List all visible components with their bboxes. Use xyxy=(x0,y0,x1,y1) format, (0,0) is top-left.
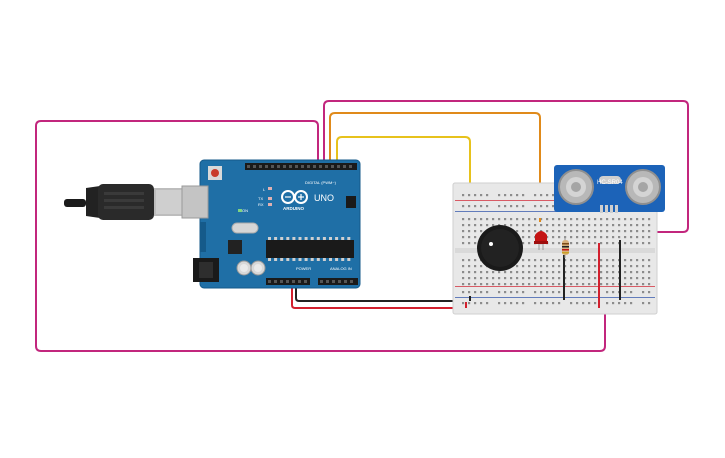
icsp-header xyxy=(346,196,356,208)
reset-button[interactable] xyxy=(208,166,222,180)
sensor-pins xyxy=(600,205,618,213)
digital-pins xyxy=(247,165,352,168)
rx-led xyxy=(268,203,272,206)
wire-red-5v[interactable] xyxy=(291,284,469,309)
rx-label: RX xyxy=(258,202,264,207)
usb-cable-icon xyxy=(64,184,184,220)
piezo-buzzer-icon[interactable] xyxy=(477,225,523,271)
wire-yellow[interactable] xyxy=(336,136,471,229)
analog-label: ANALOG IN xyxy=(330,266,352,271)
model-label: UNO xyxy=(314,193,334,203)
dc-jack-icon xyxy=(193,258,219,282)
tx-led xyxy=(268,197,272,200)
on-led xyxy=(238,209,242,212)
digital-label: DIGITAL (PWM~) xyxy=(305,180,337,185)
wire-orange[interactable] xyxy=(329,112,541,219)
regulator xyxy=(228,240,242,254)
ultrasonic-sensor[interactable]: HC-SR04 xyxy=(554,165,665,213)
brand-label: ARDUINO xyxy=(283,206,304,211)
tx-label: TX xyxy=(258,196,263,201)
wire-magenta-top-loop[interactable] xyxy=(323,100,689,233)
resistor-icon[interactable] xyxy=(562,236,569,258)
atmega-chip xyxy=(266,237,354,261)
power-label: POWER xyxy=(296,266,311,271)
on-label: ON xyxy=(242,208,248,213)
usb-port xyxy=(181,185,209,219)
crystal xyxy=(231,222,259,234)
wire-black-gnd[interactable] xyxy=(295,284,469,302)
led-icon[interactable] xyxy=(534,231,548,250)
l-label: L xyxy=(263,187,266,192)
wire-layer xyxy=(35,100,689,352)
wire-magenta-left-loop[interactable] xyxy=(35,120,606,352)
arduino-logo-icon xyxy=(281,190,308,204)
sensor-model-label: HC-SR04 xyxy=(597,180,623,186)
bottom-pins xyxy=(268,280,353,283)
arduino-uno-board[interactable]: DIGITAL (PWM~) L TX RX ARDUINO UNO ON xyxy=(181,159,361,289)
l-led xyxy=(268,187,272,190)
